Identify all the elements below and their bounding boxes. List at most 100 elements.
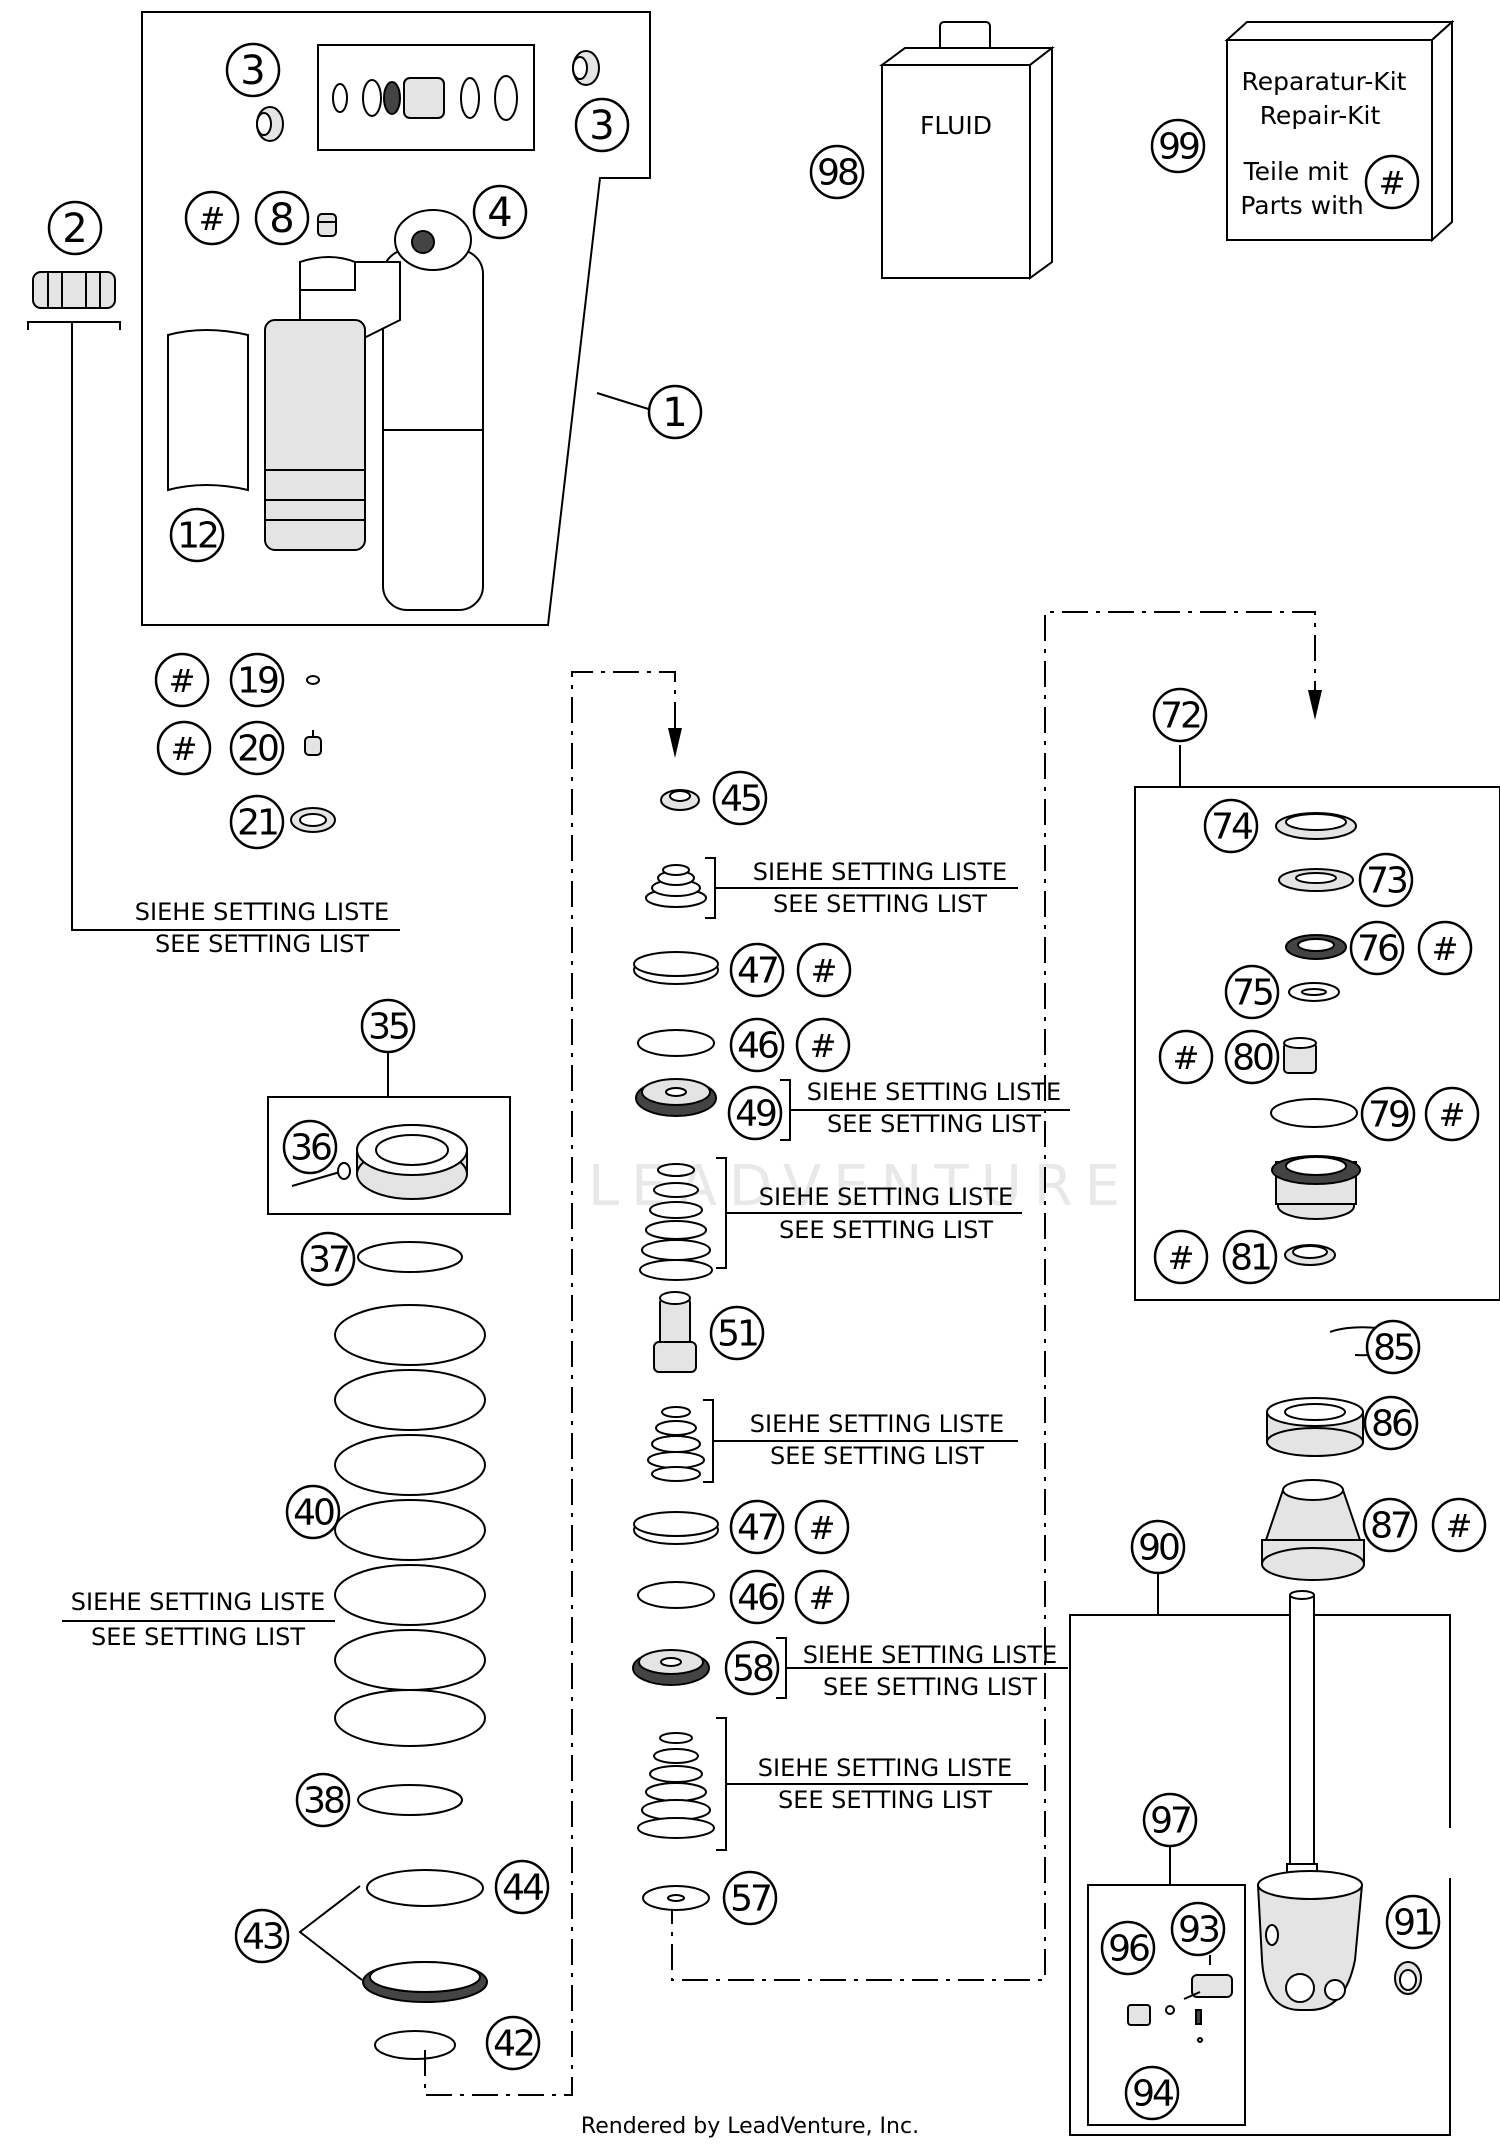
callout-circle bbox=[1363, 1395, 1419, 1451]
callout-number: 8 bbox=[269, 196, 294, 242]
callout-number: 40 bbox=[293, 1493, 334, 1534]
part-73 bbox=[1278, 868, 1354, 892]
callout-circle bbox=[1362, 1497, 1418, 1553]
piston-band-47a bbox=[633, 951, 719, 985]
setting-de: SIEHE SETTING LISTE bbox=[758, 1754, 1012, 1782]
piston-49 bbox=[635, 1078, 717, 1117]
o-ring-79 bbox=[1270, 1098, 1358, 1128]
callout-99: 99 bbox=[1150, 118, 1206, 174]
kit-line-4: Parts with bbox=[1240, 191, 1363, 220]
callout-number: 73 bbox=[1366, 861, 1407, 902]
part-76 bbox=[1285, 934, 1347, 960]
callout-number: 42 bbox=[493, 2024, 533, 2065]
callout-circle bbox=[1224, 964, 1280, 1020]
callout-number: 37 bbox=[308, 1240, 348, 1281]
callout-circle bbox=[360, 998, 416, 1054]
callout-57: 57 bbox=[722, 1870, 778, 1926]
callout-number: 47 bbox=[737, 951, 777, 992]
reservoir-cap-box bbox=[1134, 786, 1500, 1301]
callout-circle bbox=[225, 42, 281, 98]
leader-43 bbox=[298, 1885, 363, 1981]
spring-40 bbox=[334, 1304, 486, 1747]
spring-washer-38 bbox=[357, 1784, 463, 1816]
arrow-right bbox=[1308, 690, 1322, 720]
callout-number: 75 bbox=[1232, 973, 1272, 1014]
callout-circle bbox=[647, 384, 703, 440]
part-51 bbox=[653, 1291, 697, 1373]
callout-number: 3 bbox=[589, 103, 614, 149]
seat-43 bbox=[362, 1961, 488, 2003]
callout-number: # bbox=[1173, 1039, 1200, 1077]
adjuster-part bbox=[32, 271, 116, 309]
callout-hash: # bbox=[795, 1017, 851, 1073]
callout-number: 36 bbox=[290, 1128, 331, 1169]
callout-hash: # bbox=[794, 1499, 850, 1555]
callout-number: 79 bbox=[1368, 1095, 1409, 1136]
callout-96: 96 bbox=[1100, 1920, 1156, 1976]
callout-circle bbox=[712, 770, 768, 826]
callout-circle bbox=[1130, 1519, 1186, 1575]
spring-washer-37 bbox=[357, 1241, 463, 1273]
callout-number: 3 bbox=[240, 48, 265, 94]
footer-credit: Rendered by LeadVenture, Inc. bbox=[580, 2114, 920, 2139]
callout-number: 85 bbox=[1373, 1328, 1413, 1369]
callout-number: 57 bbox=[730, 1879, 770, 1920]
callout-8: 8 bbox=[254, 190, 310, 246]
setting-de: SIEHE SETTING LISTE bbox=[135, 898, 389, 926]
part-21 bbox=[290, 807, 336, 833]
callout-circle bbox=[1124, 2065, 1180, 2121]
bleed-valve-parts bbox=[1127, 1955, 1233, 2043]
callout-number: 12 bbox=[177, 516, 217, 557]
callout-circle bbox=[729, 942, 785, 998]
callout-circle bbox=[574, 97, 630, 153]
callout-number: 47 bbox=[737, 1508, 777, 1549]
callout-number: 74 bbox=[1211, 807, 1252, 848]
setting-de: SIEHE SETTING LISTE bbox=[750, 1410, 1004, 1438]
o-ring-46b bbox=[637, 1581, 715, 1609]
callout-number: 97 bbox=[1150, 1801, 1190, 1842]
ring-44 bbox=[366, 1869, 484, 1907]
piston-58 bbox=[632, 1649, 710, 1686]
part-19 bbox=[306, 675, 320, 685]
callout-circle bbox=[1224, 1029, 1280, 1085]
callout-circle bbox=[1417, 920, 1473, 976]
callout-number: 21 bbox=[237, 803, 277, 844]
callout-number: # bbox=[1168, 1239, 1195, 1277]
callout-number: 81 bbox=[1230, 1238, 1270, 1279]
callout-76: 76 bbox=[1349, 920, 1405, 976]
callout-47: 47 bbox=[729, 1499, 785, 1555]
callout-circle bbox=[1424, 1086, 1480, 1142]
setting-note-40: SIEHE SETTING LISTE SEE SETTING LIST bbox=[71, 1588, 325, 1651]
callout-circle bbox=[1365, 1319, 1421, 1375]
callout-circle bbox=[154, 652, 210, 708]
flow-line-right bbox=[671, 611, 1316, 1981]
callout-circle bbox=[1203, 798, 1259, 854]
callout-number: # bbox=[171, 730, 198, 768]
callout-number: 19 bbox=[237, 661, 278, 702]
shim-stack-1 bbox=[645, 864, 707, 908]
callout-circle bbox=[169, 507, 225, 563]
callout-number: 90 bbox=[1138, 1528, 1179, 1569]
fluid-label: FLUID bbox=[920, 111, 992, 140]
callout-circle bbox=[1222, 1229, 1278, 1285]
callout-51: 51 bbox=[709, 1305, 765, 1361]
bracket-2 bbox=[27, 321, 121, 330]
bleed-valve-box bbox=[1087, 1884, 1246, 2126]
setting-en: SEE SETTING LIST bbox=[778, 1786, 992, 1814]
callout-19: 19 bbox=[229, 652, 285, 708]
callout-12: 12 bbox=[169, 507, 225, 563]
callout-number: 4 bbox=[487, 190, 512, 236]
setting-note-s1: SIEHE SETTING LISTE SEE SETTING LIST bbox=[753, 858, 1007, 918]
callout-hash: # bbox=[1431, 1497, 1487, 1553]
callout-number: 86 bbox=[1371, 1404, 1412, 1445]
callout-circle bbox=[485, 2015, 541, 2071]
callout-87: 87 bbox=[1362, 1497, 1418, 1553]
part-74 bbox=[1275, 812, 1357, 840]
callout-40: 40 bbox=[285, 1484, 341, 1540]
setting-en: SEE SETTING LIST bbox=[779, 1216, 993, 1244]
callout-number: 2 bbox=[62, 206, 87, 252]
callout-hash: # bbox=[796, 942, 852, 998]
setting-note-s2: SIEHE SETTING LISTE SEE SETTING LIST bbox=[759, 1183, 1013, 1244]
callout-circle bbox=[794, 1499, 850, 1555]
callout-35: 35 bbox=[360, 998, 416, 1054]
